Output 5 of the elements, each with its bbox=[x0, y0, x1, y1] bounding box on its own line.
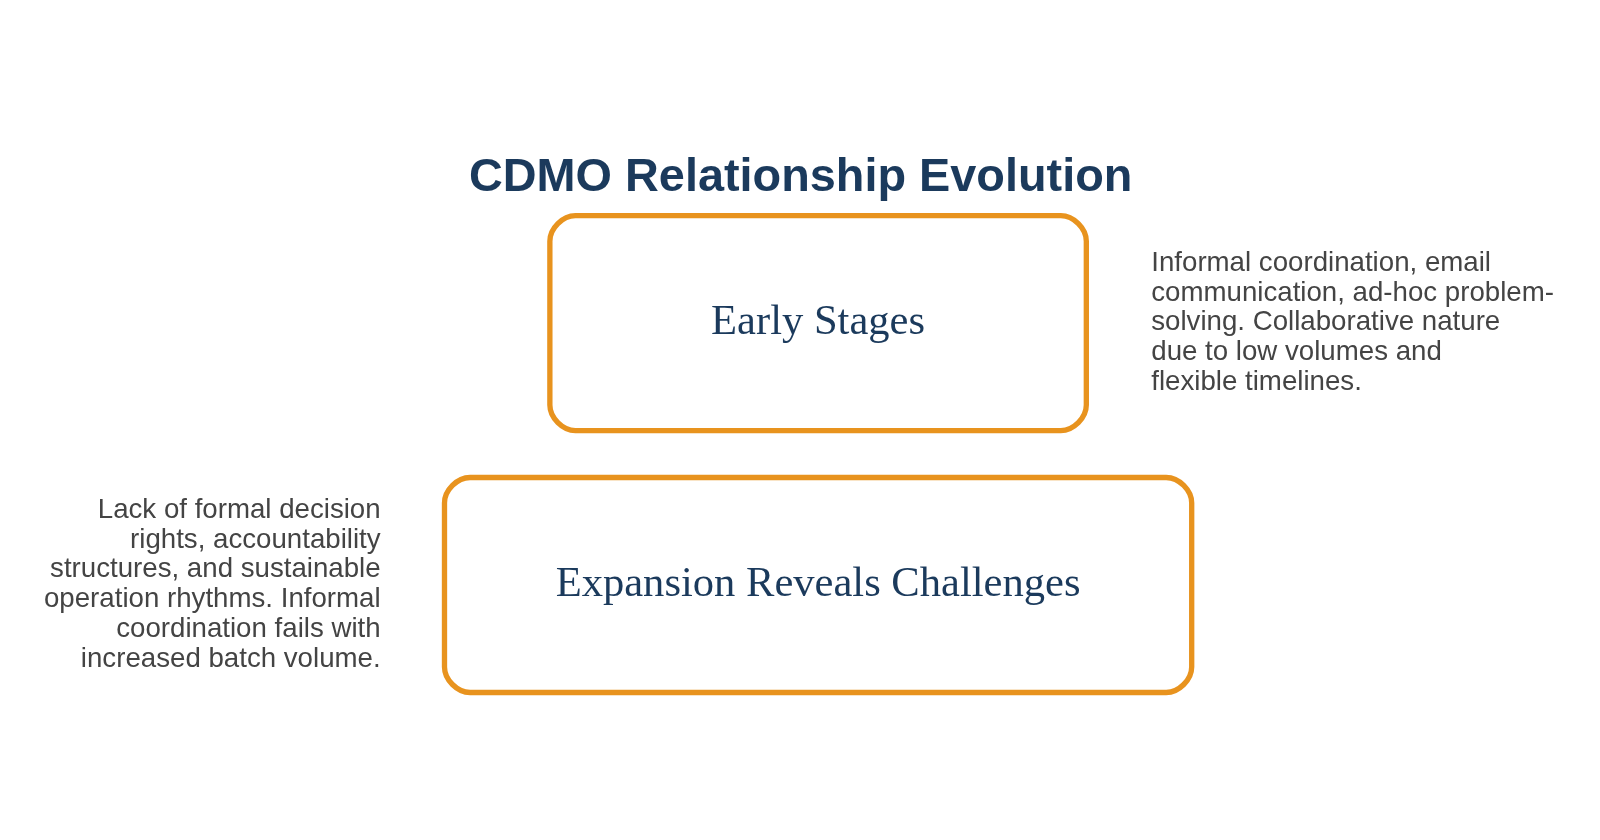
node-label: Informal coordination, email communication, ad-hoc problem-solving. Collaborative nature due to low volumes and flexible timelines. bbox=[1151, 245, 1554, 396]
node-label: Lack of formal decision rights, accountability structures, and sustainable operation rhythms. Informal coordination fails with increased batch volume. bbox=[43, 492, 381, 673]
diagram-title: CDMO Relationship Evolution bbox=[468, 149, 1133, 202]
node-box: Early Stages bbox=[547, 213, 1089, 434]
node-box: Expansion Reveals Challenges bbox=[441, 474, 1195, 696]
